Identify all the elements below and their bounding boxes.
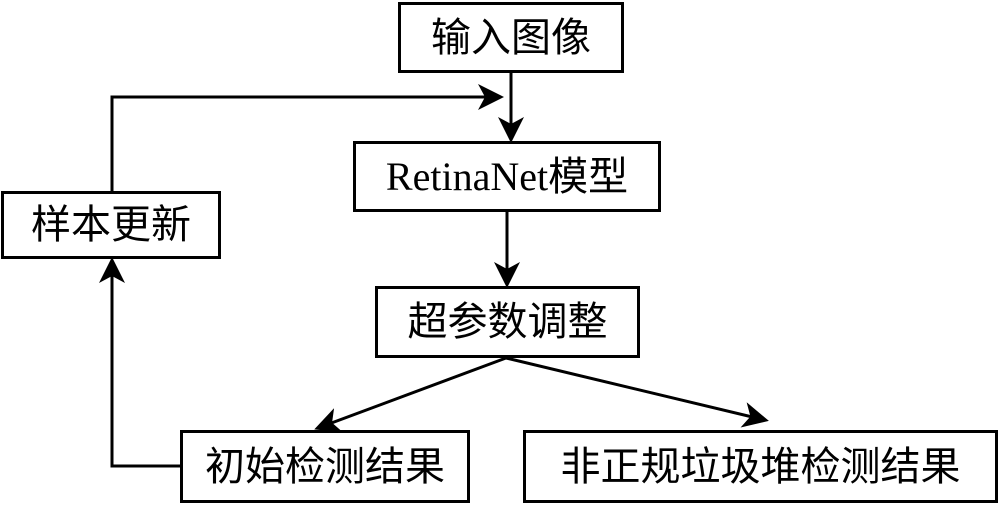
node-final-dump-detection-result-label: 非正规垃圾堆检测结果 [560,443,961,490]
edge-hyperparam-to-final [505,356,769,428]
node-sample-update-label: 样本更新 [31,202,191,248]
node-hyperparameter-tuning-label: 超参数调整 [407,299,608,345]
node-input-image-label: 输入图像 [431,14,591,61]
node-initial-detection-result: 初始检测结果 [180,430,470,503]
edge-hyperparam-to-initial [314,356,507,433]
node-final-dump-detection-result: 非正规垃圾堆检测结果 [523,430,998,503]
node-initial-detection-result-label: 初始检测结果 [205,443,445,490]
node-input-image: 输入图像 [398,2,624,73]
node-retinanet-model: RetinaNet模型 [353,141,661,212]
node-sample-update: 样本更新 [1,191,221,259]
node-retinanet-model-label: RetinaNet模型 [385,153,629,199]
node-hyperparameter-tuning: 超参数调整 [375,286,640,358]
edge-update-to-model [110,84,504,191]
edge-initial-to-update [99,257,180,468]
